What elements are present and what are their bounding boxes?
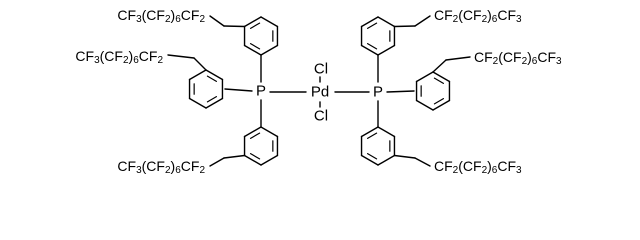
ring-bottom-left-bond-5 [260,126,279,138]
chain-tr-1 [393,25,416,28]
chain-label-bottom-right: CF2(CF2)6CF3 [434,158,522,176]
phosphorus-right-label: P [373,84,383,101]
ring-middle-right-inner-3 [433,98,445,105]
bond-p-ring-middle-right [386,90,415,93]
ring-top-left-bond-3 [260,44,279,56]
chain-label-bottom-left: CF3(CF2)6CF2 [117,158,205,176]
ring-middle-right-inner-5 [433,77,445,84]
ring-top-right-bond-3 [377,44,396,56]
chain-ml-1 [193,57,207,71]
ring-top-right-bond-5 [377,16,396,28]
ring-top-left-inner-0 [249,22,261,29]
chlorine-top-label: Cl [314,61,328,78]
ring-middle-left-inner-3 [206,96,218,103]
chain-tl-2 [209,15,225,27]
bond-p-ring-middle-left [224,88,253,92]
ring-bottom-right-inner-0 [366,132,378,139]
ring-middle-left-bond-2 [188,97,207,109]
bond-layer [167,15,471,167]
ring-middle-left-bond-3 [205,97,224,109]
chain-br-1 [393,154,416,159]
ring-middle-right-bond-5 [432,71,451,83]
ring-bottom-right-bond-2 [360,154,379,166]
ring-bottom-right-inner-2 [366,153,378,160]
chain-br-2 [414,157,431,167]
ring-top-left-bond-0 [243,16,262,28]
chain-label-middle-right: CF2(CF2)6CF3 [474,49,562,67]
ring-top-left-inner-2 [249,43,261,50]
ring-top-right-inner-0 [366,22,378,29]
ring-middle-right-bond-0 [415,71,434,83]
ring-bottom-left-bond-2 [243,154,262,166]
chlorine-bottom-label: Cl [314,108,328,125]
chain-bl-1 [223,154,246,159]
chain-mr-1 [432,59,447,73]
ring-top-left-bond-5 [260,16,279,28]
ring-bottom-left-inner-0 [249,132,261,139]
ring-middle-left-inner-5 [206,75,218,82]
chain-mr-2 [445,56,471,61]
chain-label-top-left: CF3(CF2)6CF2 [117,7,205,25]
ring-middle-left-bond-5 [205,69,224,81]
ring-bottom-right-bond-3 [377,154,396,166]
ring-top-left-bond-2 [243,44,262,56]
chain-bl-2 [209,157,225,167]
ring-bottom-right-bond-0 [360,126,379,138]
chain-tl-1 [223,25,246,28]
ring-bottom-right-bond-5 [377,126,396,138]
ring-bottom-left-bond-3 [260,154,279,166]
ring-middle-right-bond-2 [415,99,434,111]
chain-ml-2 [167,54,195,59]
chain-label-middle-left: CF3(CF2)6CF2 [75,48,163,66]
chain-tr-2 [414,15,431,27]
phosphorus-left-label: P [256,83,266,100]
ring-middle-right-bond-3 [432,99,451,111]
ring-top-right-bond-2 [360,44,379,56]
palladium-label: Pd [311,84,329,101]
ring-top-right-inner-2 [366,43,378,50]
ring-top-right-bond-0 [360,16,379,28]
ring-bottom-left-inner-2 [249,153,261,160]
ring-bottom-left-bond-0 [243,126,262,138]
chain-label-top-right: CF2(CF2)6CF3 [434,7,522,25]
ring-middle-left-bond-0 [188,69,207,81]
